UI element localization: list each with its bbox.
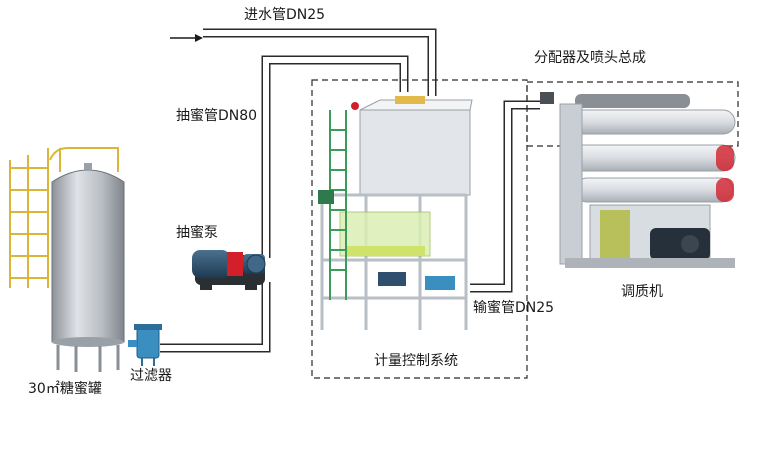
molasses-pump — [192, 250, 266, 290]
pump-label: 抽蜜泵 — [176, 225, 218, 241]
delivery-pipe — [470, 100, 540, 293]
conditioner-label: 调质机 — [621, 284, 663, 300]
water-inlet-pipe-label: 进水管DN25 — [244, 7, 326, 23]
suction-pipe — [261, 55, 409, 258]
water-inlet-arrow — [170, 34, 203, 42]
suction-pipe-label: 抽蜜管DN80 — [176, 108, 258, 124]
molasses-tank — [9, 147, 125, 372]
delivery-pipe-label: 输蜜管DN25 — [473, 300, 555, 316]
metering-control-unit — [318, 96, 473, 330]
control-system-label: 计量控制系统 — [374, 353, 458, 369]
distributor-label: 分配器及喷头总成 — [534, 50, 646, 66]
control-system-boundary — [311, 79, 528, 379]
filter-to-pump-pipe — [160, 282, 271, 353]
filter-label: 过滤器 — [130, 368, 172, 384]
water-inlet-pipe — [203, 28, 437, 96]
conditioner-machine — [540, 92, 736, 268]
tank-label: 30㎡糖蜜罐 — [28, 381, 102, 397]
filter — [128, 324, 162, 366]
